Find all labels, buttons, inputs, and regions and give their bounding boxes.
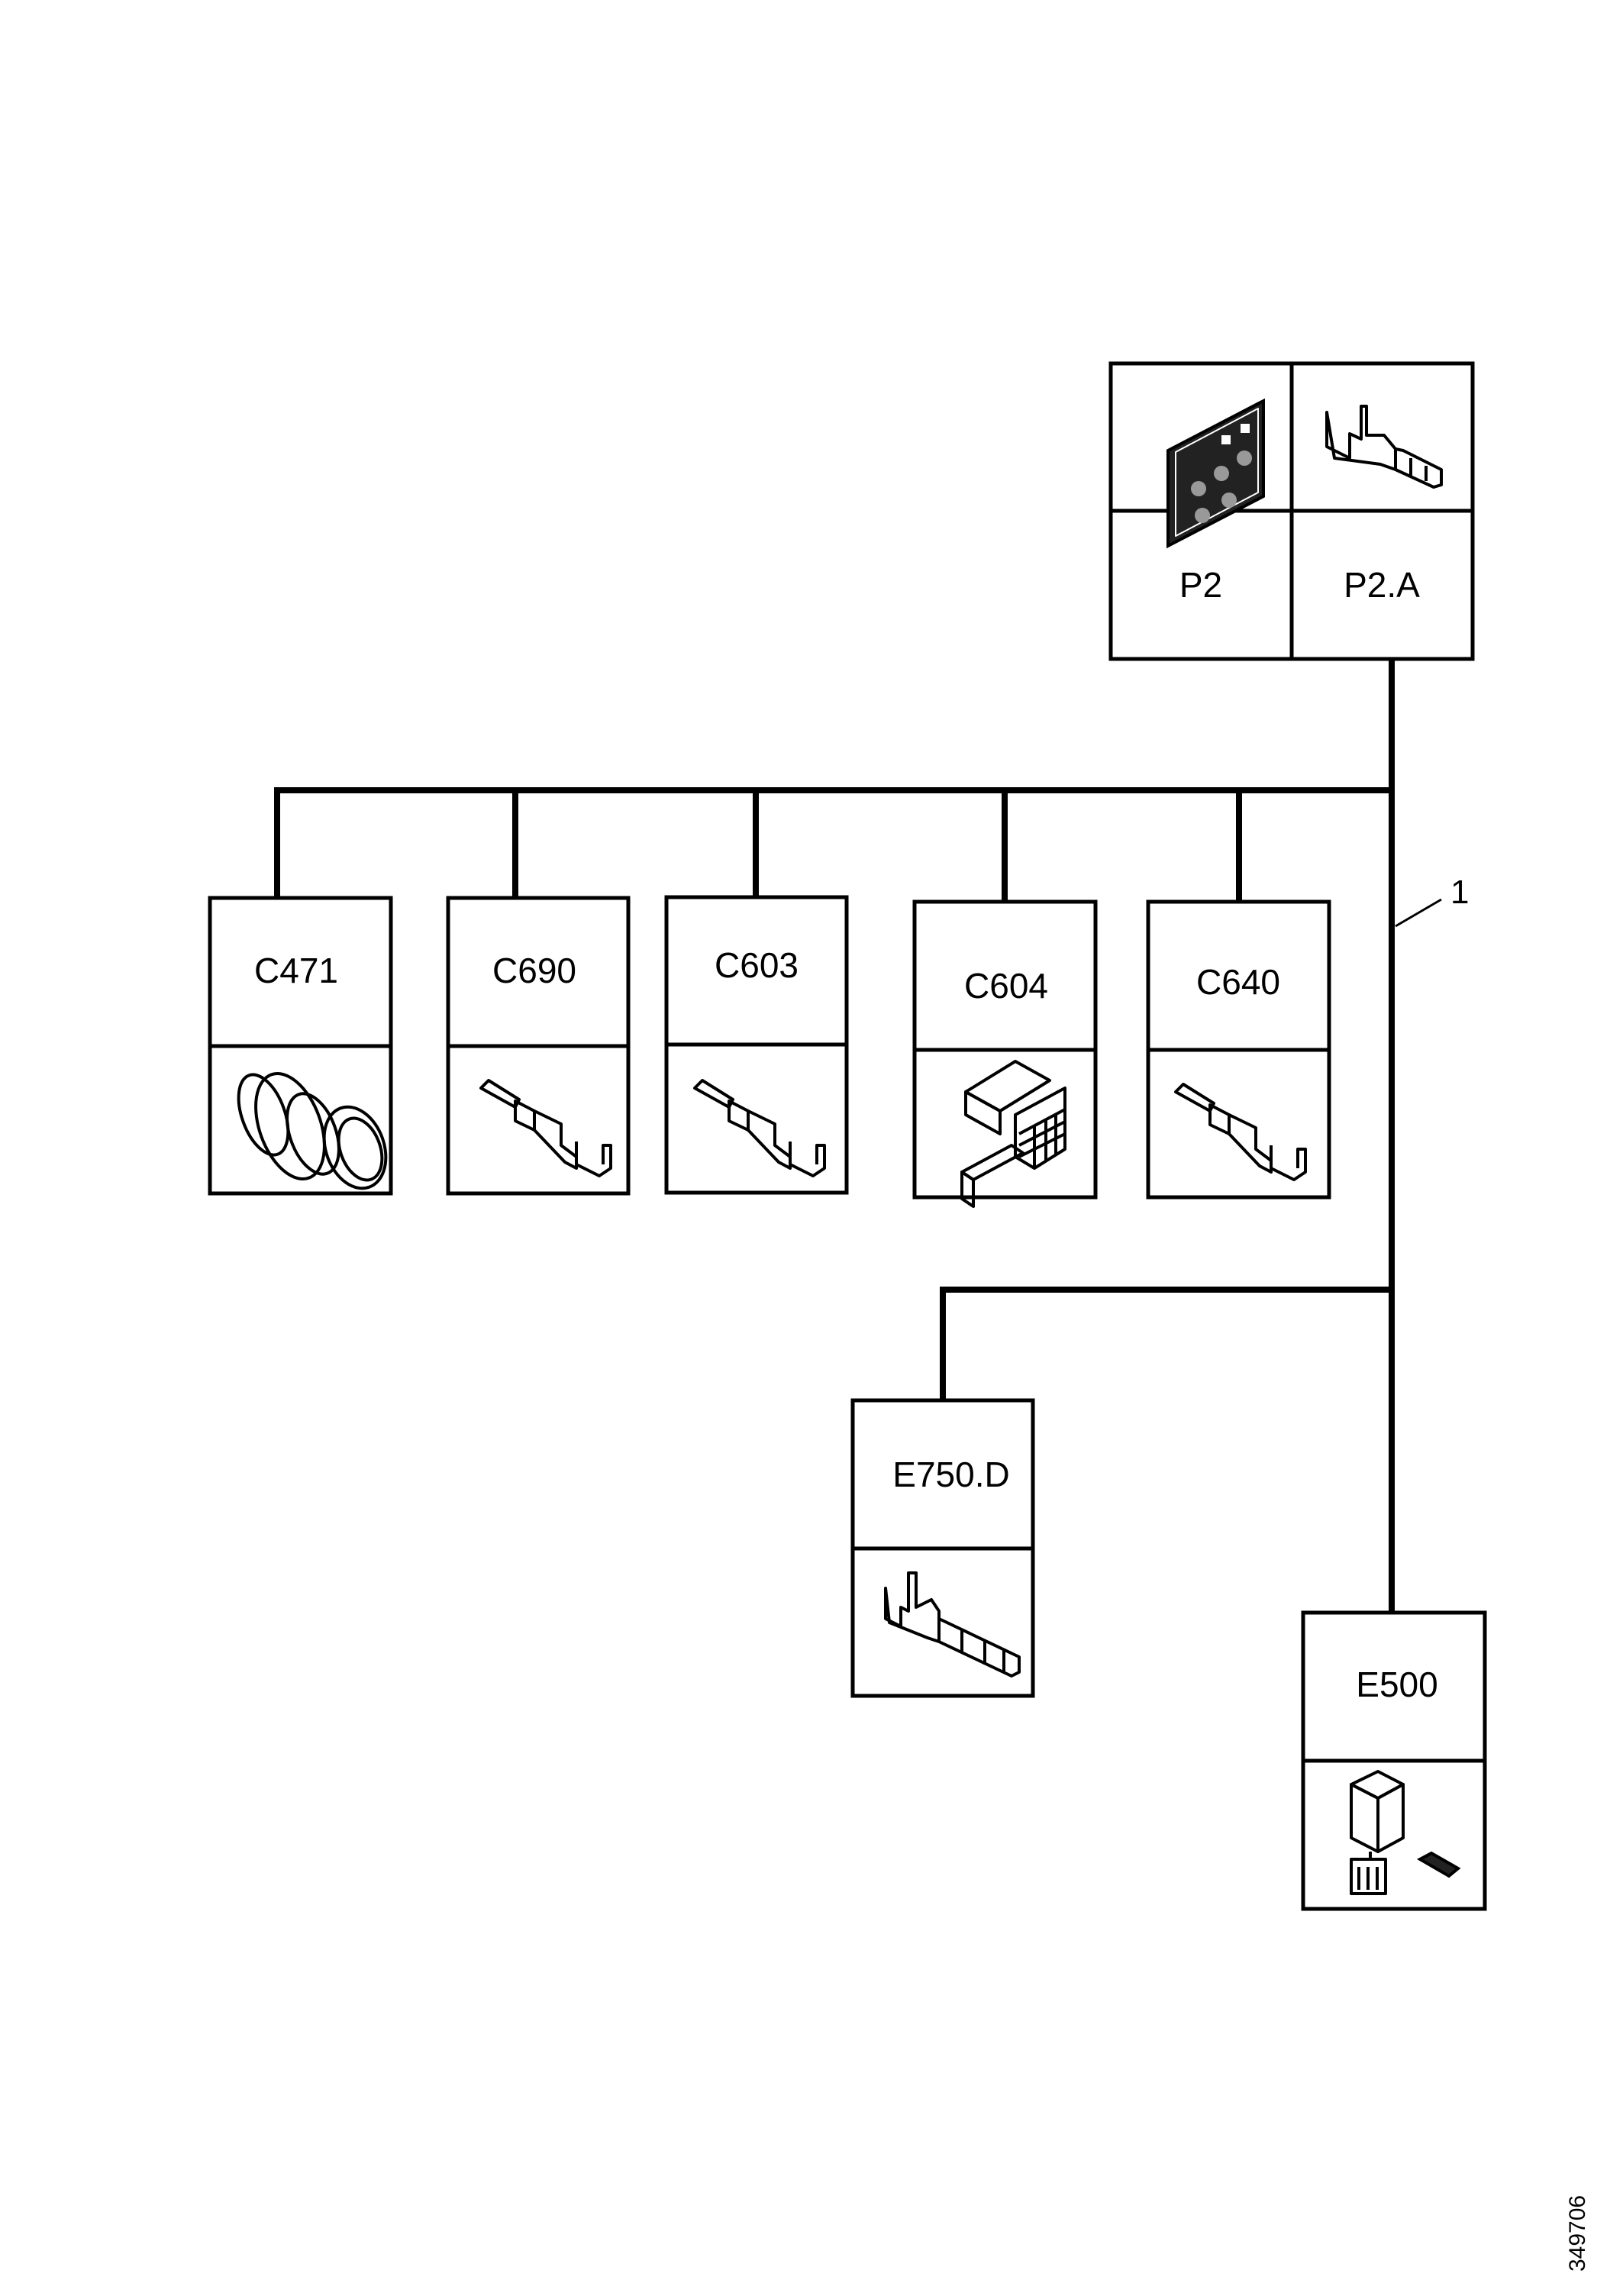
top-unit-label-p2: P2 xyxy=(1179,565,1222,605)
connector-label: C471 xyxy=(254,951,338,990)
round-connector-icon xyxy=(237,1071,388,1190)
terminal-pin-icon xyxy=(693,1079,826,1177)
connector-c471[interactable]: C471 xyxy=(208,896,397,1197)
connector-c604[interactable]: C604 xyxy=(912,899,1098,1208)
terminal-pin-icon xyxy=(1325,405,1443,489)
connector-c690[interactable]: C690 xyxy=(446,896,631,1196)
wires xyxy=(274,658,1395,1616)
connector-c603[interactable]: C603 xyxy=(664,895,849,1195)
terminal-socket-icon xyxy=(884,1571,1021,1678)
connector-e750d[interactable]: E750.D xyxy=(850,1398,1035,1698)
connector-c640[interactable]: C640 xyxy=(1146,899,1331,1200)
harness-callout: 1 xyxy=(1395,874,1469,928)
circuit-board-icon xyxy=(1166,398,1265,549)
top-unit-label-p2a: P2.A xyxy=(1344,565,1420,605)
callout-number: 1 xyxy=(1450,874,1469,911)
connector-label: C690 xyxy=(492,951,576,990)
top-unit-p2[interactable]: P2 P2.A xyxy=(1108,361,1475,661)
connector-label: E500 xyxy=(1356,1665,1437,1704)
terminal-pin-icon xyxy=(479,1079,612,1177)
connector-e500[interactable]: E500 xyxy=(1301,1610,1487,1911)
relay-icon xyxy=(1350,1770,1461,1895)
callout-leader-line xyxy=(1395,898,1442,928)
multi-pin-connector-icon xyxy=(960,1060,1066,1208)
connector-label: C640 xyxy=(1196,962,1280,1002)
document-number: 349706 xyxy=(1565,2195,1590,2272)
connector-label: C604 xyxy=(964,966,1048,1006)
connector-label: E750.D xyxy=(892,1455,1009,1494)
connector-label: C603 xyxy=(715,945,799,985)
terminal-pin-icon xyxy=(1174,1083,1307,1181)
